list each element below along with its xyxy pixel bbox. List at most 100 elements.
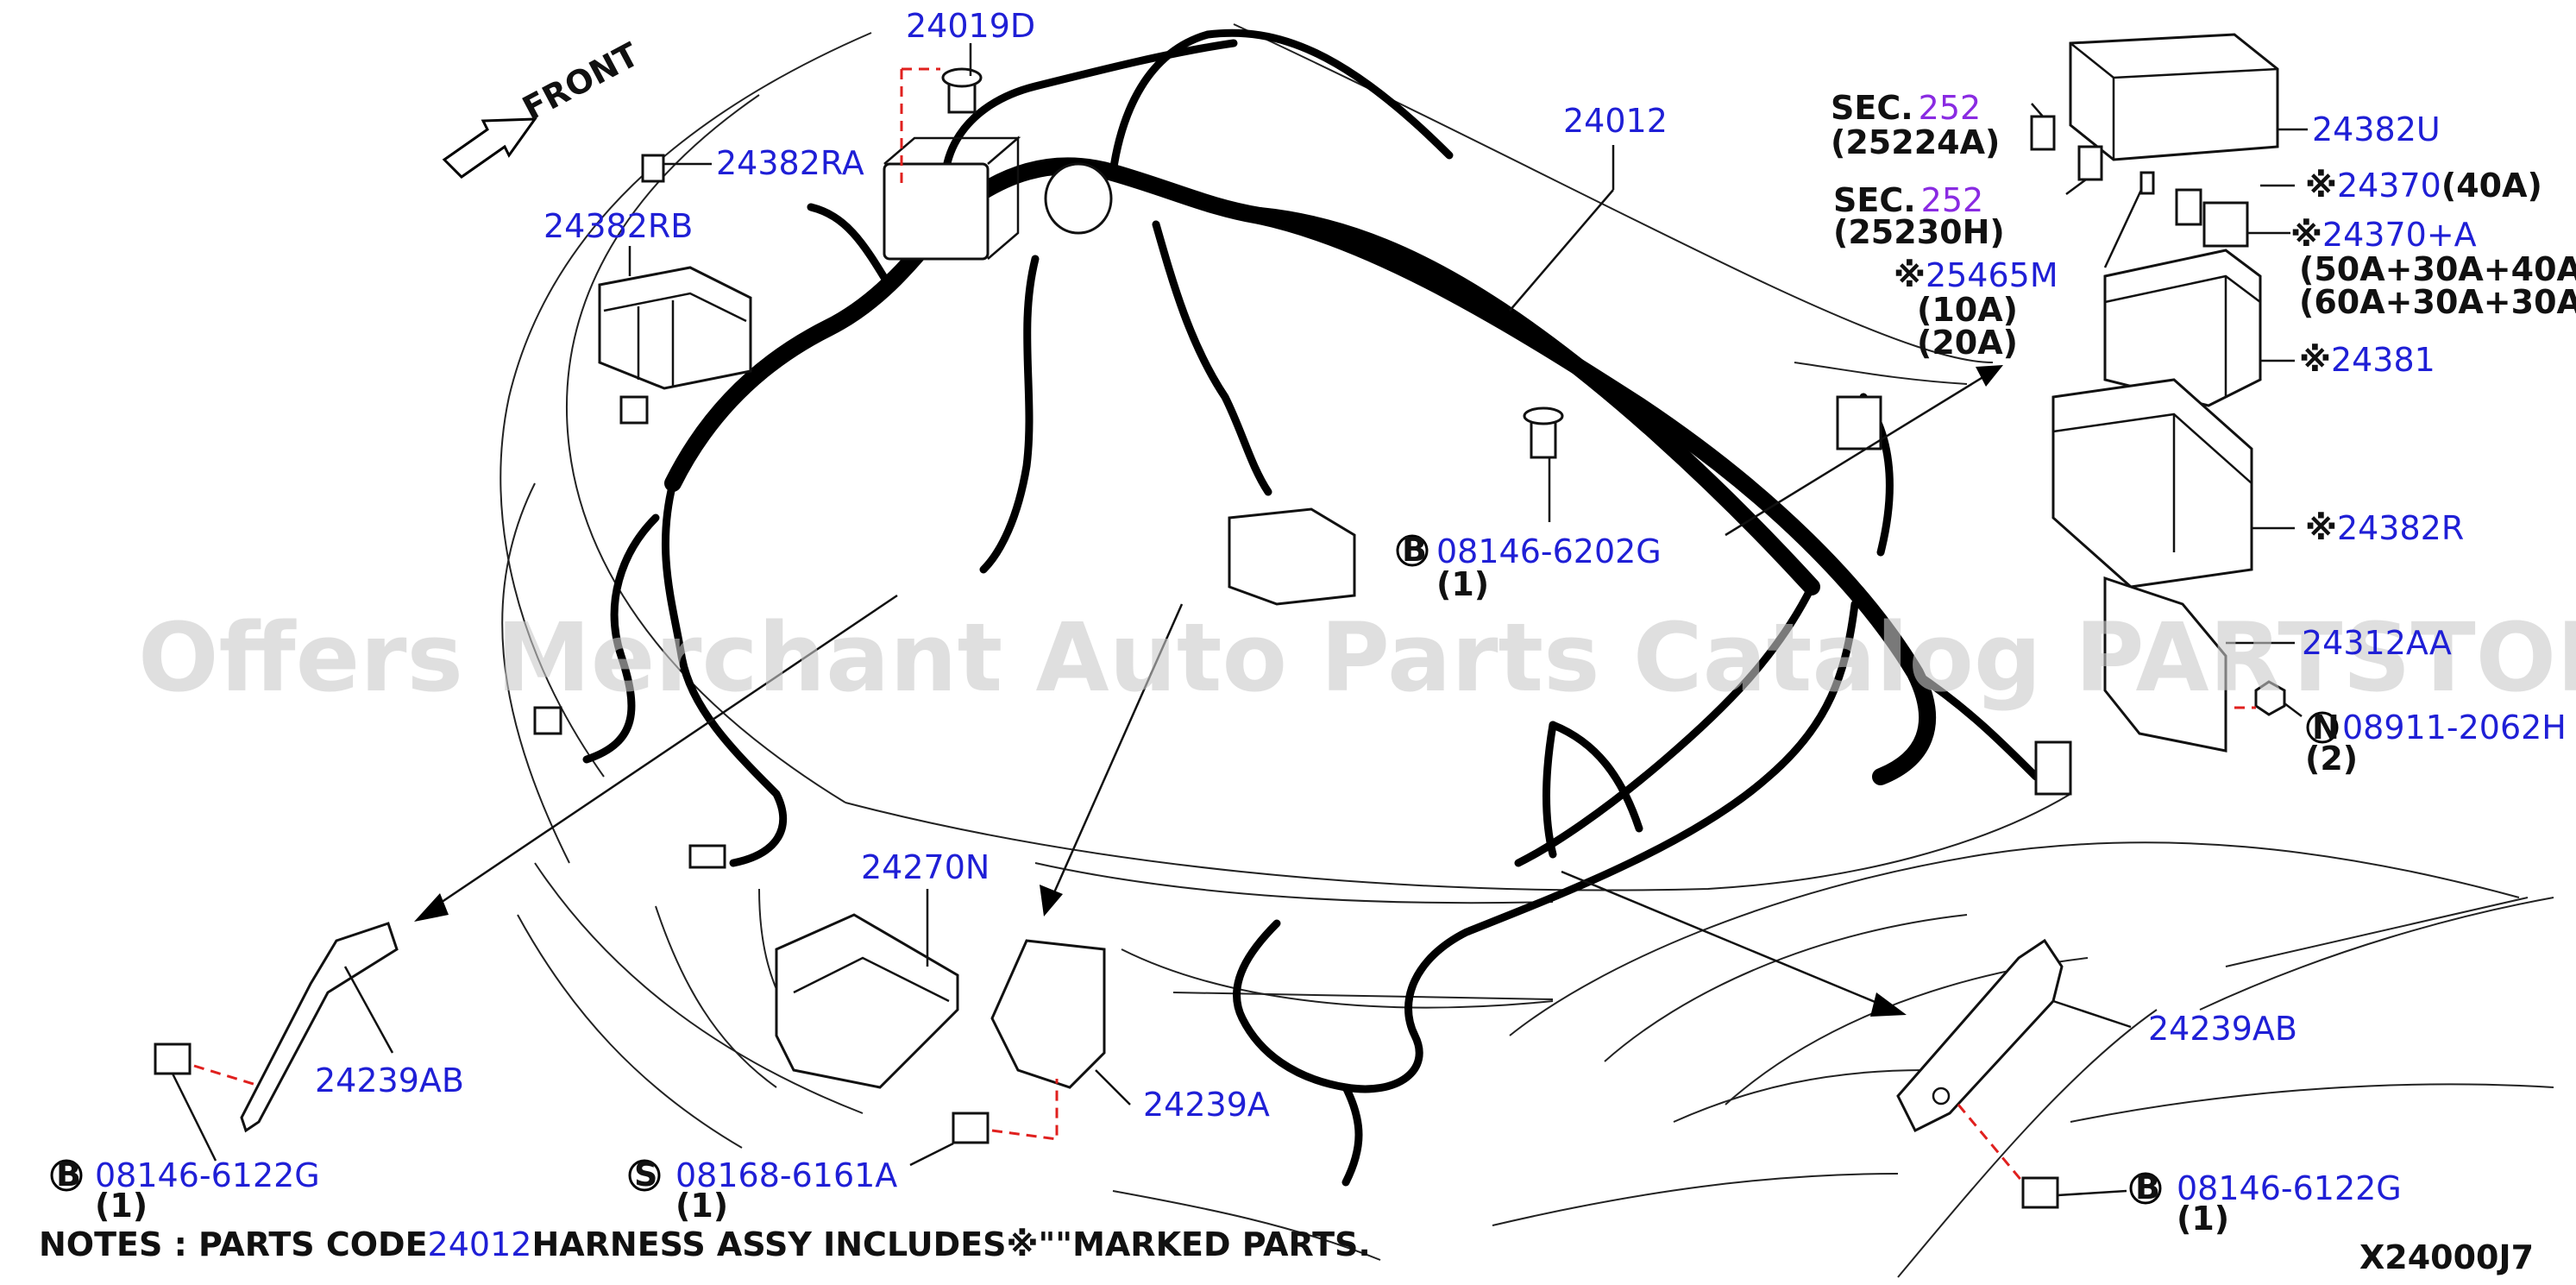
- sec-ref-2: SEC.252: [1833, 181, 1983, 219]
- part-label-08146-6122G-right[interactable]: 08146-6122G: [2177, 1169, 2402, 1207]
- badge-08146-6122G-right: B: [2135, 1168, 2160, 1206]
- sec-ref-2-num[interactable]: 252: [1921, 181, 1984, 219]
- part-amp-24370: (40A): [2441, 167, 2542, 205]
- part-qty-08146-6122G-left: (1): [95, 1187, 148, 1225]
- red-dashed-callouts: [193, 67, 2256, 1183]
- nut-08911-2062H: [2254, 680, 2286, 716]
- bolt-08168-6161A: [952, 1112, 990, 1144]
- part-label-24382RB[interactable]: 24382RB: [543, 207, 693, 245]
- part-label-25465M-group: ※25465M: [1894, 256, 2058, 294]
- diagram-code: X24000J7: [2359, 1238, 2534, 1276]
- notes-middle: HARNESS ASSY INCLUDES: [531, 1225, 1006, 1263]
- cover-24270N: [775, 913, 959, 1089]
- fuse-24370: [2175, 188, 2202, 226]
- notes-line: NOTES : PARTS CODE24012HARNESS ASSY INCL…: [39, 1225, 1371, 1263]
- part-label-24382R-group: ※24382R: [2305, 509, 2464, 547]
- part-label-24382R[interactable]: 24382R: [2337, 509, 2464, 547]
- marker-symbol: ※: [2290, 216, 2322, 254]
- callout-arrows: [414, 365, 2003, 1017]
- part-label-24019D[interactable]: 24019D: [906, 7, 1035, 45]
- part-label-24312AA[interactable]: 24312AA: [2302, 624, 2452, 662]
- badge-circle-08146-6122G-right: [2129, 1172, 2162, 1205]
- part-label-08146-6202G[interactable]: 08146-6202G: [1436, 532, 1662, 570]
- notes-symbol: ※: [1007, 1225, 1039, 1263]
- fuse-24370A: [2202, 201, 2249, 248]
- badge-08146-6202G: B: [1402, 531, 1427, 569]
- bracket-24312AA: [2103, 576, 2227, 753]
- part-label-24270N[interactable]: 24270N: [861, 848, 990, 886]
- sec-ref-1-num[interactable]: 252: [1919, 89, 1982, 127]
- fuse-25230H: [2077, 145, 2103, 181]
- notes-code[interactable]: 24012: [428, 1225, 532, 1263]
- bolt-08146-6122G-left: [154, 1042, 192, 1075]
- fuse-25224A: [2030, 115, 2056, 151]
- part-label-08911-2062H[interactable]: 08911-2062H: [2342, 709, 2567, 746]
- front-direction-indicator: FRONT: [442, 35, 645, 179]
- part-label-24370A[interactable]: 24370+A: [2322, 216, 2477, 254]
- badge-08911: N: [2312, 709, 2340, 746]
- marker-symbol: ※: [2305, 167, 2337, 205]
- badge-08168-6161A: S: [634, 1156, 657, 1194]
- badge-circle-08168-6161A: [628, 1159, 661, 1192]
- relay-box: [883, 162, 990, 261]
- marker-symbol: ※: [2299, 341, 2331, 379]
- watermark: Offers Merchant Auto Parts Catalog PARTS…: [138, 602, 2576, 713]
- part-amp-25465M-1: (10A): [1917, 291, 2018, 329]
- part-qty-08146-6202G: (1): [1436, 565, 1489, 603]
- part-qty-08168-6161A: (1): [675, 1187, 728, 1225]
- part-labels: 24019D 24382RA 24382RB 24012 SEC.252 (25…: [50, 7, 2576, 1238]
- notes-suffix: ""MARKED PARTS.: [1038, 1225, 1370, 1263]
- fuse-block-24382RB: [598, 266, 752, 390]
- components: [154, 33, 2286, 1209]
- part-label-24370A-group: ※24370+A: [2290, 216, 2477, 254]
- part-label-24381-group: ※24381: [2299, 341, 2435, 379]
- fuse-holder-24382R: [2051, 378, 2253, 589]
- part-label-24382RA[interactable]: 24382RA: [716, 144, 864, 182]
- notes-prefix: NOTES : PARTS CODE: [39, 1225, 428, 1263]
- vehicle-body-outline: [499, 23, 2554, 1278]
- sec-ref-1: SEC.252: [1831, 89, 1981, 127]
- clip-24382RA: [641, 154, 665, 183]
- fuse-block-24381: [2103, 249, 2262, 407]
- part-label-25465M[interactable]: 25465M: [1926, 256, 2058, 294]
- leader-lines: [171, 43, 2308, 1197]
- bolt-08146-6122G-right: [2021, 1176, 2059, 1209]
- connector-bracket: [1228, 507, 1356, 606]
- part-label-24239AB-right[interactable]: 24239AB: [2148, 1010, 2297, 1048]
- bracket-24239AB-left: [240, 922, 399, 1133]
- part-label-24370[interactable]: 24370: [2337, 167, 2441, 205]
- sec-ref-2-sub: (25230H): [1833, 213, 2005, 251]
- part-label-24370-group: ※24370(40A): [2305, 167, 2542, 205]
- part-qty-08911-2062H: (2): [2305, 740, 2358, 778]
- bracket-24239A: [990, 939, 1106, 1089]
- part-qty-08146-6122G-right: (1): [2177, 1200, 2229, 1238]
- part-label-24012[interactable]: 24012: [1563, 102, 1668, 140]
- part-label-24239AB-left[interactable]: 24239AB: [315, 1061, 464, 1099]
- fuse-25465M: [2139, 171, 2155, 195]
- horn: [1044, 162, 1113, 235]
- part-label-24239A[interactable]: 24239A: [1143, 1086, 1270, 1124]
- connector-right: [2034, 740, 2072, 796]
- part-label-24382U[interactable]: 24382U: [2312, 110, 2441, 148]
- badge-circle-08146-6202G: [1396, 534, 1429, 567]
- part-amp-24370A-1: (50A+30A+40A): [2299, 250, 2576, 288]
- part-label-08146-6122G-left[interactable]: 08146-6122G: [95, 1156, 320, 1194]
- front-arrow-icon: [442, 117, 537, 179]
- sec-ref-1-prefix: SEC.: [1831, 89, 1913, 127]
- sec-ref-2-prefix: SEC.: [1833, 181, 1916, 219]
- marker-symbol: ※: [1894, 256, 1926, 294]
- bracket-24239AB-right: [1896, 938, 2064, 1133]
- fuse-box-cover-24382U: [2069, 33, 2279, 161]
- sec-ref-1-sub: (25224A): [1831, 123, 2000, 161]
- badge-circle-08911: [2306, 711, 2339, 744]
- marker-symbol: ※: [2305, 509, 2337, 547]
- badge-08146-6122G-left: B: [56, 1156, 81, 1194]
- part-label-08168-6161A[interactable]: 08168-6161A: [675, 1156, 897, 1194]
- part-amp-25465M-2: (20A): [1917, 324, 2018, 362]
- badge-circle-08146-6122G-left: [50, 1159, 83, 1192]
- part-label-24381[interactable]: 24381: [2331, 341, 2435, 379]
- front-label: FRONT: [517, 35, 645, 128]
- part-amp-24370A-2: (60A+30A+30A): [2299, 283, 2576, 321]
